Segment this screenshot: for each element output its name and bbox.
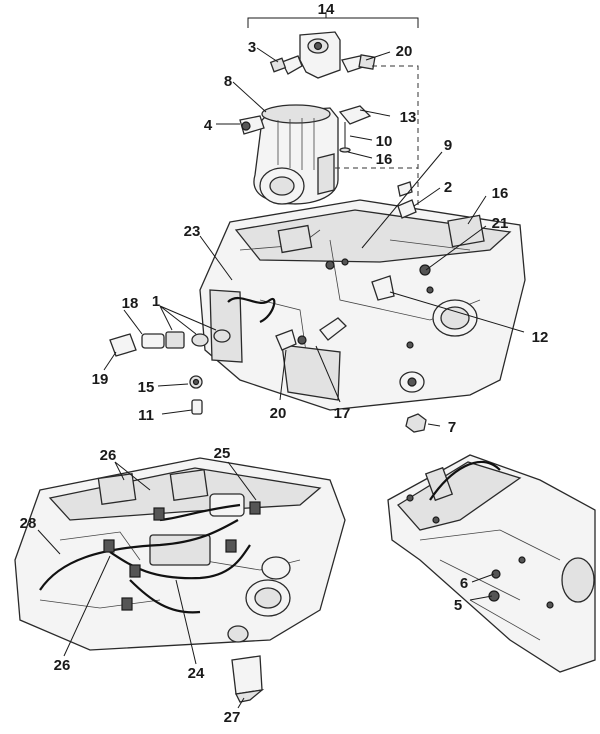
callout-23: 23 xyxy=(184,223,201,240)
callout-19: 19 xyxy=(92,371,109,388)
callout-28: 28 xyxy=(20,515,37,532)
callout-27: 27 xyxy=(224,709,241,726)
callout-26-top: 26 xyxy=(100,447,117,464)
bottom-left-frame-assembly xyxy=(14,457,346,703)
callout-7: 7 xyxy=(448,419,456,436)
main-base-frame xyxy=(199,181,526,433)
callout-3: 3 xyxy=(248,39,256,56)
callout-12: 12 xyxy=(532,329,549,346)
callout-2: 2 xyxy=(444,179,452,196)
callout-9: 9 xyxy=(444,137,452,154)
callout-16-right: 16 xyxy=(492,185,509,202)
callout-8: 8 xyxy=(224,73,232,90)
callout-5: 5 xyxy=(454,597,462,614)
callout-labels: 14 3 20 8 4 13 10 16 9 2 16 21 23 18 1 1… xyxy=(20,1,549,726)
callout-20-top: 20 xyxy=(396,43,413,60)
callout-13: 13 xyxy=(400,109,417,126)
callout-21: 21 xyxy=(492,215,509,232)
callout-24: 24 xyxy=(188,665,205,682)
bottom-right-frame-detail xyxy=(387,454,596,673)
callout-4: 4 xyxy=(204,117,213,134)
callout-20-lower: 20 xyxy=(270,405,287,422)
callout-1: 1 xyxy=(152,293,160,310)
callout-18: 18 xyxy=(122,295,139,312)
part-1-fitting-chain xyxy=(109,329,231,415)
callout-15: 15 xyxy=(138,379,155,396)
callout-6: 6 xyxy=(460,575,468,592)
callout-17: 17 xyxy=(334,405,351,422)
callout-25: 25 xyxy=(214,445,231,462)
leader-lines xyxy=(37,47,525,709)
callout-14: 14 xyxy=(318,1,335,18)
callout-11: 11 xyxy=(138,407,154,424)
callout-16-upper: 16 xyxy=(376,151,393,168)
part-8-filter-canister xyxy=(239,104,418,205)
part-14-assembly xyxy=(247,12,419,350)
callout-10: 10 xyxy=(376,133,393,150)
callout-26-bottom: 26 xyxy=(54,657,71,674)
